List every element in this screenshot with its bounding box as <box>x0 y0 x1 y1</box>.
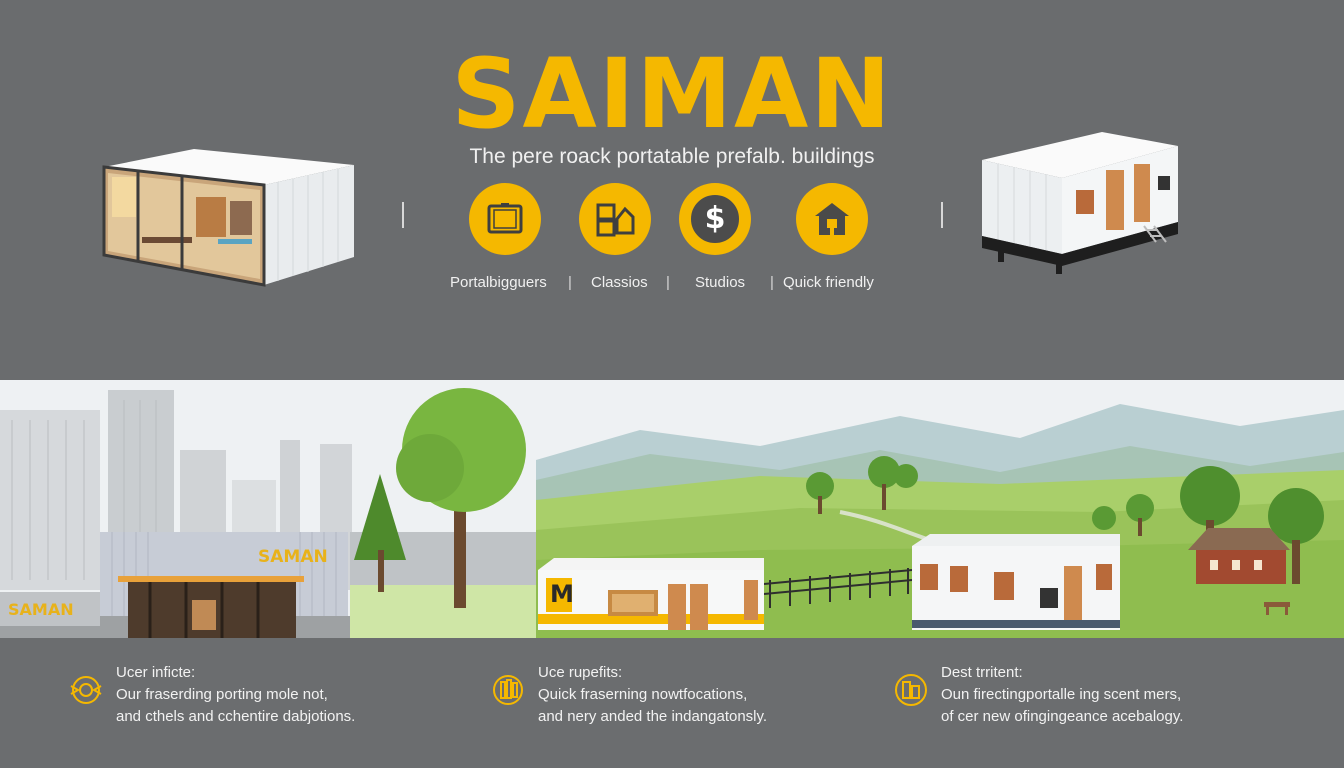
landscape-illustration: SAMAN SAMAN M <box>0 380 1344 638</box>
category-separator: | <box>568 274 572 291</box>
category-circle-classics[interactable] <box>579 183 651 255</box>
landscape-svg <box>0 380 1344 638</box>
feature-line: Quick fraserning nowtfocations, <box>538 686 748 703</box>
tagline: The pere roack portatable prefalb. build… <box>469 145 875 168</box>
left-wall-sign: SAMAN <box>8 600 74 619</box>
modules-icon <box>596 203 635 237</box>
category-label-studios[interactable]: Studios <box>695 274 746 291</box>
category-label-quick[interactable]: Quick friendly <box>783 274 874 291</box>
category-separator: | <box>770 274 774 291</box>
category-circle-studios[interactable]: $ <box>679 183 751 255</box>
feature-line: and nery anded the indangatonsly. <box>538 708 768 725</box>
feature-title: Ucer infictе: <box>116 664 196 681</box>
divider-tick-right <box>941 202 943 228</box>
feature-line: and cthels and cchentire dabjotions. <box>116 708 356 725</box>
storefront-sign: SAMAN <box>258 547 328 567</box>
category-labels: Portalbigguers | Classios | Studios | Qu… <box>0 274 1344 296</box>
portable-cabin-illustration <box>982 132 1178 274</box>
hand-tool-icon <box>493 675 523 705</box>
feature-title: Uce rupefits: <box>538 664 623 681</box>
category-label-classics[interactable]: Classios <box>591 274 648 291</box>
category-separator: | <box>666 274 670 291</box>
brand-title: SAIMAN <box>451 38 893 150</box>
feature-line: of cer new ofingingeance acebalogy. <box>941 708 1184 725</box>
gear-lightning-icon <box>70 676 102 704</box>
hero-panel: SAIMAN The pere roack portatable prefalb… <box>0 0 1344 380</box>
dollar-icon: $ <box>704 201 726 236</box>
feature-title: Dest trritent: <box>941 664 1023 681</box>
category-circle-quick[interactable] <box>796 183 868 255</box>
category-icon-row: $ <box>0 183 1344 255</box>
features-panel: Ucer infictе: Our fraserding porting mol… <box>0 638 1344 768</box>
feature-line: Oun firectingportalle ing scent mers, <box>941 686 1182 703</box>
cabin-logo-mark: M <box>550 580 574 608</box>
divider-tick-left <box>402 202 404 228</box>
category-circle-portable[interactable] <box>469 183 541 255</box>
building-badge-icon <box>895 674 927 706</box>
home-icon <box>815 203 849 235</box>
dollar-badge <box>691 195 739 243</box>
tablet-icon <box>487 203 523 234</box>
feature-line: Our fraserding porting mole not, <box>116 686 328 703</box>
glass-office-module-illustration <box>102 149 354 287</box>
category-label-portable[interactable]: Portalbigguers <box>450 274 547 291</box>
